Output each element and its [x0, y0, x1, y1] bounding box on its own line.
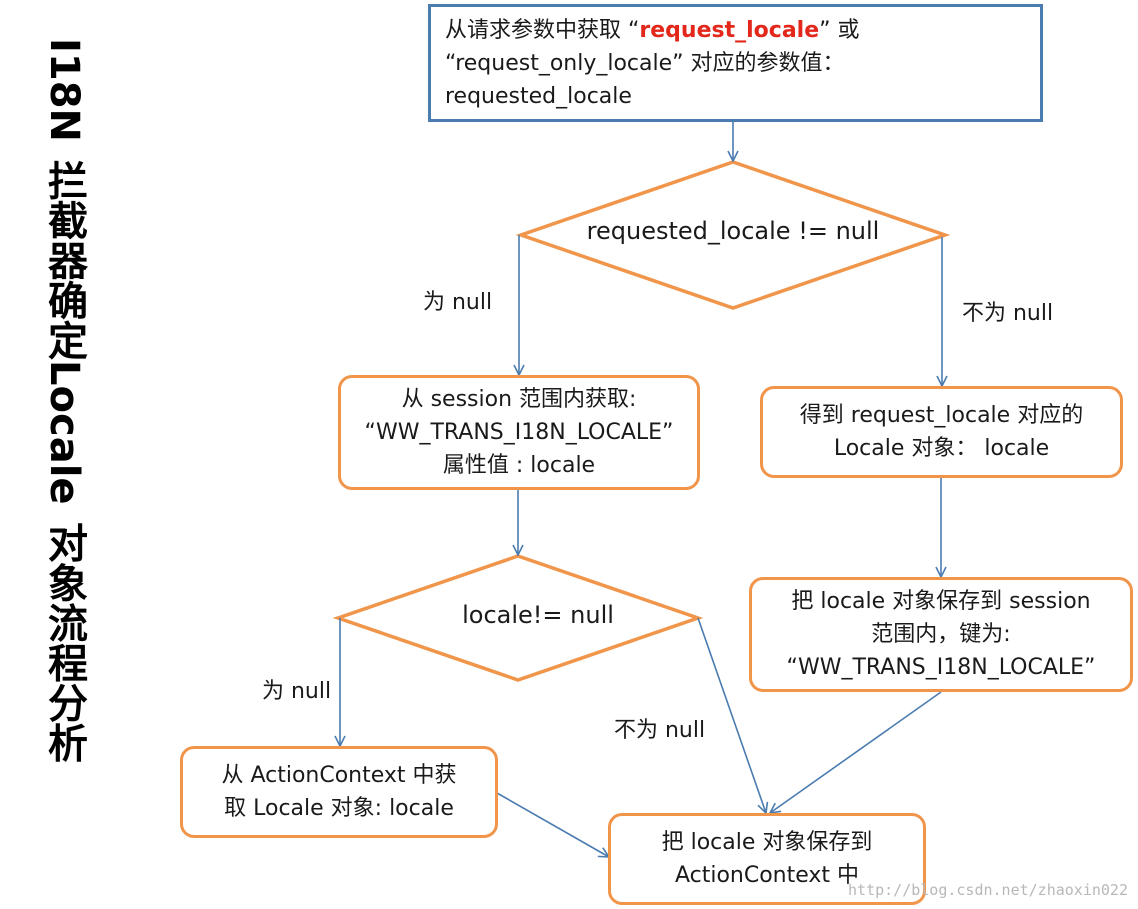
decision-shape-1 — [515, 160, 951, 310]
actioncontext-box-line-1: 从 ActionContext 中获 — [221, 763, 457, 788]
save-actioncontext-box-line-1: 把 locale 对象保存到 — [661, 830, 873, 855]
save-actioncontext-box-line-2: ActionContext 中 — [674, 863, 860, 888]
request-locale-box-line-2: Locale 对象： locale — [833, 436, 1050, 461]
start-box: 从请求参数中获取 “request_locale” 或 “request_onl… — [428, 4, 1043, 122]
session-box: 从 session 范围内获取: “WW_TRANS_I18N_LOCALE” … — [338, 375, 700, 490]
diagram-title: I18N 拦截器确定Locale 对象流程分析 — [38, 38, 88, 763]
label-not-null-1: 不为 null — [962, 301, 1054, 326]
session-box-line-2: “WW_TRANS_I18N_LOCALE” — [364, 420, 674, 445]
save-session-box-line-3: “WW_TRANS_I18N_LOCALE” — [786, 655, 1096, 680]
highlight-request-locale: request_locale — [639, 17, 820, 43]
watermark: http://blog.csdn.net/zhaoxin022 — [848, 881, 1128, 899]
start-box-line-3: requested_locale — [445, 83, 632, 109]
label-is-null-2: 为 null — [262, 679, 332, 704]
request-locale-box-line-1: 得到 request_locale 对应的 — [799, 403, 1084, 428]
decision-shape-2 — [332, 554, 704, 682]
session-box-line-3: 属性值 : locale — [442, 453, 596, 478]
arrow-decision2-not-null — [697, 617, 766, 813]
title-i18n: I18N — [41, 38, 87, 143]
save-session-box: 把 locale 对象保存到 session 范围内，键为: “WW_TRANS… — [749, 577, 1133, 692]
title-chars-2: 对象流程分析 — [41, 522, 87, 763]
start-box-line-2: “request_only_locale” 对应的参数值： — [445, 50, 845, 76]
save-session-box-line-2: 范围内，键为: — [871, 622, 1011, 647]
title-locale: Locale — [41, 360, 87, 505]
label-is-null-1: 为 null — [423, 290, 493, 315]
save-actioncontext-box: 把 locale 对象保存到 ActionContext 中 — [608, 813, 926, 905]
request-locale-box: 得到 request_locale 对应的 Locale 对象： locale — [760, 386, 1123, 478]
session-box-line-1: 从 session 范围内获取: — [401, 387, 637, 412]
arrow-save-session-to-ac — [770, 691, 942, 813]
title-chars-1: 拦截器确定 — [41, 160, 87, 361]
decision2-text: locale!= null — [462, 601, 614, 629]
label-not-null-2: 不为 null — [614, 718, 706, 743]
start-box-line-1: 从请求参数中获取 “request_locale” 或 — [445, 17, 860, 43]
actioncontext-box-line-2: 取 Locale 对象: locale — [224, 796, 454, 821]
save-session-box-line-1: 把 locale 对象保存到 session — [791, 589, 1091, 614]
decision1-text: requested_locale != null — [586, 217, 880, 245]
arrow-actioncontext-to-save — [496, 792, 609, 857]
actioncontext-box: 从 ActionContext 中获 取 Locale 对象: locale — [180, 746, 498, 838]
